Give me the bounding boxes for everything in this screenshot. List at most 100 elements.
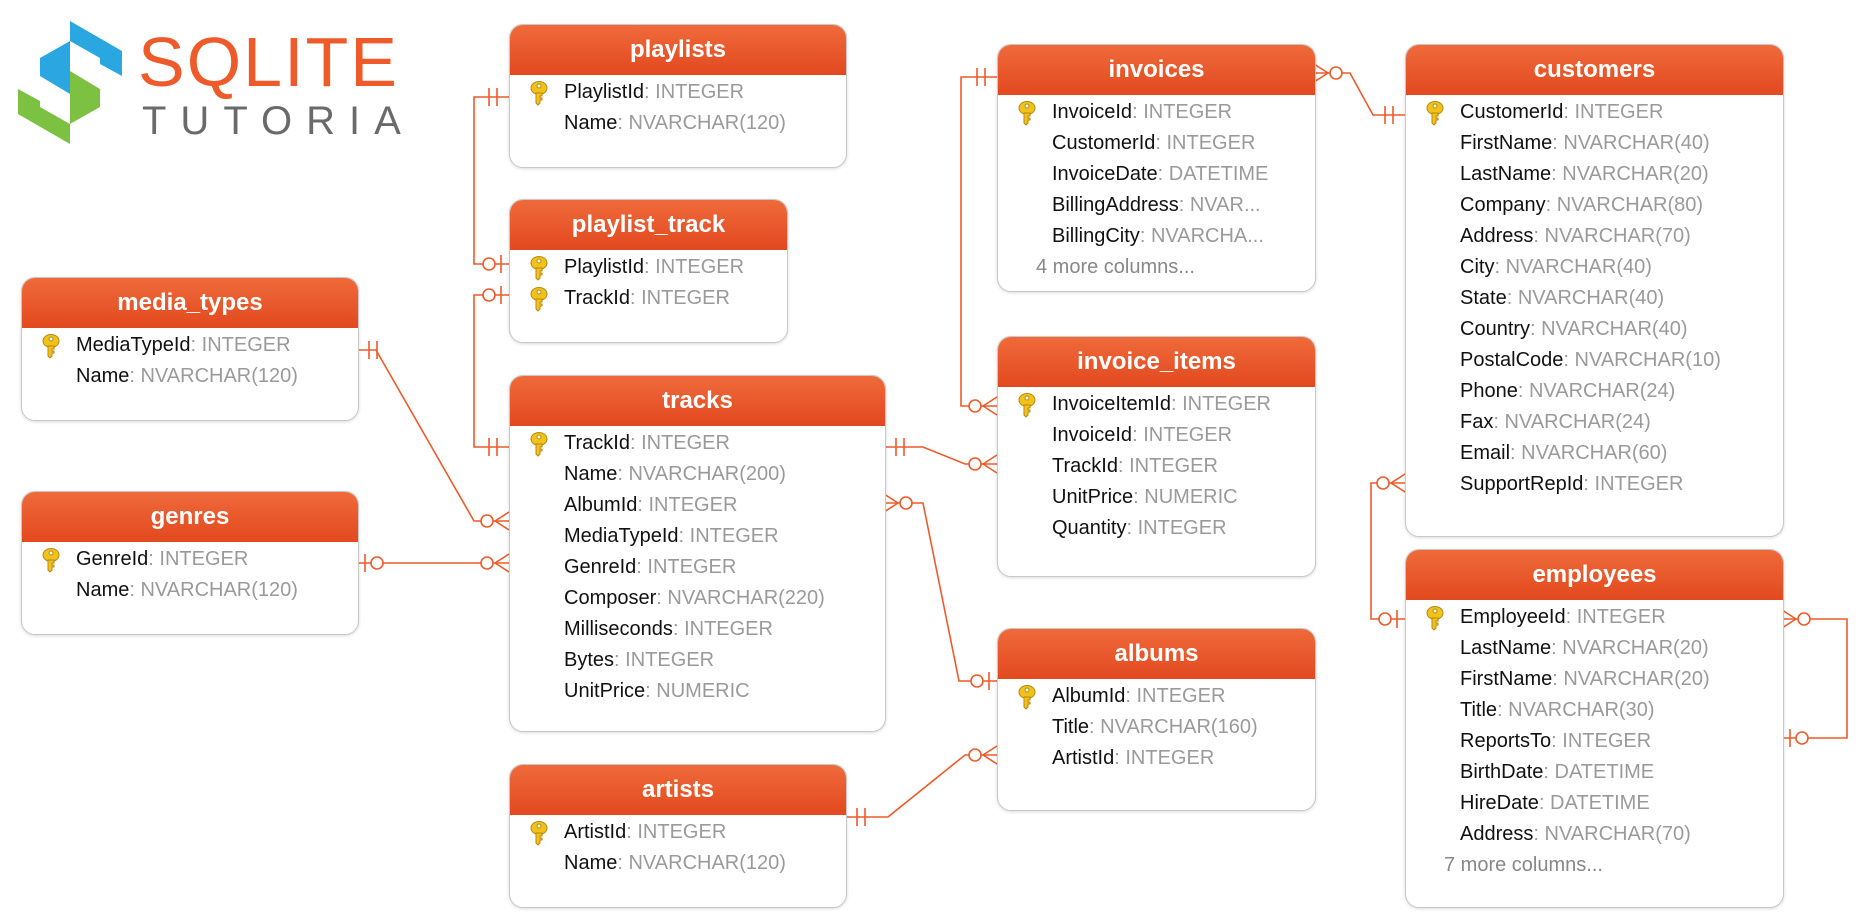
column-name: AlbumId [1052, 685, 1126, 707]
table-title[interactable]: tracks [510, 376, 885, 426]
column-row[interactable]: Title: NVARCHAR(160) [1052, 716, 1258, 738]
column-row[interactable]: CustomerId: INTEGER [1052, 132, 1256, 154]
column-row[interactable]: ArtistId: INTEGER [1052, 747, 1215, 769]
column-row[interactable]: SupportRepId: INTEGER [1460, 473, 1684, 495]
table-title[interactable]: playlists [510, 25, 846, 75]
table-title[interactable]: customers [1406, 45, 1783, 95]
table-title[interactable]: employees [1406, 550, 1783, 600]
relationship-line [473, 294, 509, 448]
column-name: InvoiceItemId [1052, 393, 1171, 415]
column-row[interactable]: Quantity: INTEGER [1052, 517, 1227, 539]
column-row[interactable]: ReportsTo: INTEGER [1460, 730, 1652, 752]
column-row[interactable]: UnitPrice: NUMERIC [1052, 486, 1238, 508]
column-row[interactable]: Name: NVARCHAR(120) [76, 579, 298, 601]
column-type: INTEGER [647, 556, 737, 578]
column-row[interactable]: State: NVARCHAR(40) [1460, 287, 1665, 309]
column-row[interactable]: PlaylistId: INTEGER [510, 252, 787, 283]
column-row[interactable]: BillingCity: NVARCHA... [1052, 225, 1264, 247]
column-row[interactable]: TrackId: INTEGER [510, 283, 787, 314]
column-row[interactable]: PlaylistId: INTEGER [510, 77, 846, 108]
column-row[interactable]: EmployeeId: INTEGER [1406, 602, 1783, 633]
table-title[interactable]: invoices [998, 45, 1315, 95]
column-row[interactable]: MediaTypeId: INTEGER [22, 330, 358, 361]
column-name: Name [76, 365, 130, 387]
column-row[interactable]: Address: NVARCHAR(70) [1460, 225, 1691, 247]
relationship-line [1370, 482, 1405, 620]
table-title[interactable]: playlist_track [510, 200, 787, 250]
column-row[interactable]: BirthDate: DATETIME [1460, 761, 1655, 783]
table-title[interactable]: media_types [22, 278, 358, 328]
column-row[interactable]: LastName: NVARCHAR(20) [1460, 637, 1709, 659]
column-row[interactable]: AlbumId: INTEGER [564, 494, 738, 516]
column-row[interactable]: UnitPrice: NUMERIC [564, 680, 750, 702]
more-columns-link[interactable]: 4 more columns... [1036, 256, 1195, 278]
column-row[interactable]: Composer: NVARCHAR(220) [564, 587, 825, 609]
column-row[interactable]: HireDate: DATETIME [1460, 792, 1650, 814]
column-name: MediaTypeId [76, 334, 191, 356]
crowfoot-marker [982, 745, 998, 756]
column-row[interactable]: City: NVARCHAR(40) [1460, 256, 1652, 278]
column-row[interactable]: FirstName: NVARCHAR(40) [1460, 132, 1710, 154]
zero-marker [1797, 612, 1811, 626]
column-row[interactable]: Milliseconds: INTEGER [564, 618, 773, 640]
column-name: BillingAddress [1052, 194, 1179, 216]
column-row[interactable]: Country: NVARCHAR(40) [1460, 318, 1688, 340]
column-row[interactable]: Phone: NVARCHAR(24) [1460, 380, 1676, 402]
column-row[interactable]: Name: NVARCHAR(120) [564, 112, 786, 134]
primary-key-icon [1016, 685, 1038, 721]
table-title[interactable]: invoice_items [998, 337, 1315, 387]
column-row[interactable]: LastName: NVARCHAR(20) [1460, 163, 1709, 185]
column-row[interactable]: Name: NVARCHAR(200) [564, 463, 786, 485]
column-row[interactable]: MediaTypeId: INTEGER [564, 525, 779, 547]
column-row[interactable]: InvoiceItemId: INTEGER [998, 389, 1315, 420]
column-row[interactable]: TrackId: INTEGER [510, 428, 885, 459]
column-row[interactable]: BillingAddress: NVAR... [1052, 194, 1261, 216]
column-row[interactable]: ArtistId: INTEGER [510, 817, 846, 848]
column-row[interactable]: InvoiceId: INTEGER [998, 97, 1315, 128]
column-row[interactable]: Fax: NVARCHAR(24) [1460, 411, 1651, 433]
column-name: Email [1460, 442, 1511, 464]
crowfoot-marker [494, 562, 510, 573]
column-row[interactable]: PostalCode: NVARCHAR(10) [1460, 349, 1721, 371]
crowfoot-marker [883, 502, 899, 513]
column-row[interactable]: Company: NVARCHAR(80) [1460, 194, 1704, 216]
column-row[interactable]: Name: NVARCHAR(120) [564, 852, 786, 874]
column-type: INTEGER [641, 287, 730, 309]
column-row[interactable]: Address: NVARCHAR(70) [1460, 823, 1691, 845]
column-row[interactable]: Title: NVARCHAR(30) [1460, 699, 1655, 721]
column-row[interactable]: Name: NVARCHAR(120) [76, 365, 298, 387]
more-columns-link[interactable]: 7 more columns... [1444, 854, 1603, 876]
column-row[interactable]: InvoiceDate: DATETIME [1052, 163, 1269, 185]
column-name: State [1460, 287, 1507, 309]
column-type: INTEGER [159, 548, 249, 570]
column-row[interactable]: CustomerId: INTEGER [1406, 97, 1783, 128]
crowfoot-marker [1781, 618, 1797, 629]
table-title[interactable]: genres [22, 492, 358, 542]
table-title[interactable]: artists [510, 765, 846, 815]
column-type: INTEGER [201, 334, 291, 356]
column-row[interactable]: FirstName: NVARCHAR(20) [1460, 668, 1710, 690]
column-name: ArtistId [564, 821, 627, 843]
table-title[interactable]: albums [998, 629, 1315, 679]
primary-key-icon [40, 334, 62, 370]
column-row[interactable]: GenreId: INTEGER [22, 544, 358, 575]
column-row[interactable]: Bytes: INTEGER [564, 649, 715, 671]
column-row[interactable]: Email: NVARCHAR(60) [1460, 442, 1668, 464]
column-name: Title [1052, 716, 1090, 738]
column-row[interactable]: AlbumId: INTEGER [998, 681, 1315, 712]
column-row[interactable]: InvoiceId: INTEGER [1052, 424, 1233, 446]
relationship-line [1314, 72, 1405, 116]
column-row[interactable]: TrackId: INTEGER [1052, 455, 1218, 477]
column-row[interactable]: GenreId: INTEGER [564, 556, 737, 578]
